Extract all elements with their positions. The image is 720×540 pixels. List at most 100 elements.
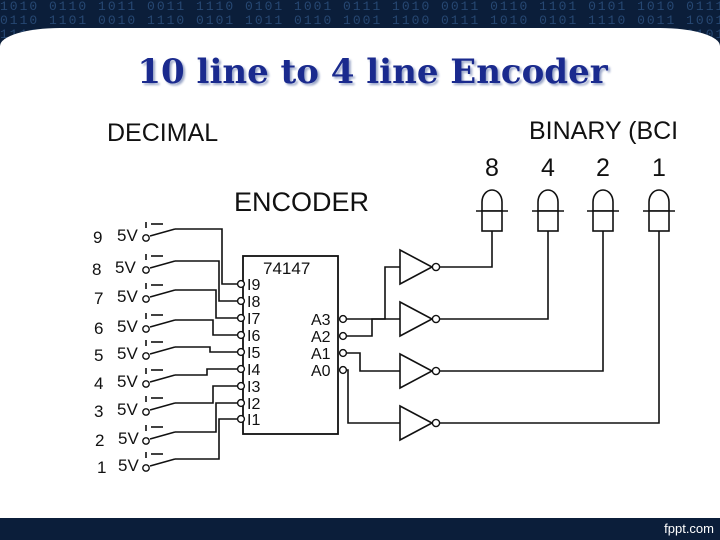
inverter-A3: [399, 248, 434, 286]
supply-label-3: 5V: [117, 400, 138, 419]
output-bubble-A3: [338, 314, 348, 324]
switch-terminal-6: [142, 325, 150, 333]
inverter-A0: [399, 404, 434, 442]
weight-label-1: 1: [652, 154, 666, 182]
switch-terminal-3: [142, 408, 150, 416]
switch-terminal-7: [142, 295, 150, 303]
lamp-dome-4: [537, 189, 559, 211]
encoder-heading: ENCODER: [234, 187, 369, 217]
input-bubble-9: [236, 279, 246, 289]
input-bubble-7: [236, 313, 246, 323]
supply-label-6: 5V: [117, 317, 138, 336]
lamp-socket-8: [481, 210, 503, 232]
switch-terminal-4: [142, 380, 150, 388]
input-bubble-2: [236, 398, 246, 408]
input-pin-label-I4: I4: [247, 362, 260, 379]
input-digit-9: 9: [93, 228, 102, 247]
inverter-bubble-A3: [431, 262, 441, 272]
input-digit-6: 6: [94, 319, 103, 338]
slide-title: 10 line to 4 line Encoder: [137, 52, 608, 92]
output-bubble-A2: [338, 331, 348, 341]
chip-part-number: 74147: [263, 259, 310, 278]
switch-lever-5: [149, 346, 176, 355]
output-wire-A0: [347, 369, 400, 424]
input-pin-label-I1: I1: [247, 412, 260, 429]
input-wire-6: [175, 319, 238, 336]
input-pin-label-I7: I7: [247, 311, 260, 328]
switch-lever-2: [149, 431, 176, 440]
switch-lever-8: [149, 260, 176, 269]
input-wire-1: [175, 418, 238, 460]
output-bubble-A1: [338, 348, 348, 358]
input-wire-9: [175, 228, 238, 285]
input-pin-label-I5: I5: [247, 345, 260, 362]
switch-lever-9: [149, 228, 176, 237]
input-pin-label-I6: I6: [247, 328, 260, 345]
supply-label-5: 5V: [117, 344, 138, 363]
input-pin-label-I2: I2: [247, 396, 260, 413]
lamp-socket-2: [592, 210, 614, 232]
input-bubble-5: [236, 347, 246, 357]
slide-panel: [0, 28, 720, 518]
switch-lever-1: [149, 458, 176, 467]
footer-brand: fppt.com: [664, 521, 714, 536]
output-pin-label-A0: A0: [311, 363, 331, 380]
output-pin-label-A3: A3: [311, 312, 331, 329]
input-digit-5: 5: [94, 346, 103, 365]
inverter-bubble-A1: [431, 366, 441, 376]
lamp-wire-1: [440, 231, 660, 424]
lamp-dome-8: [481, 189, 503, 211]
inverter-bubble-A0: [431, 418, 441, 428]
switch-lever-3: [149, 402, 176, 411]
switch-terminal-1: [142, 464, 150, 472]
input-digit-7: 7: [94, 289, 103, 308]
lamp-socket-4: [537, 210, 559, 232]
output-wire-A3: [347, 266, 400, 320]
switch-terminal-2: [142, 437, 150, 445]
input-wire-8: [175, 260, 238, 302]
lamp-dome-2: [592, 189, 614, 211]
input-digit-2: 2: [95, 431, 104, 450]
supply-label-7: 5V: [117, 287, 138, 306]
supply-label-4: 5V: [117, 372, 138, 391]
output-pin-label-A2: A2: [311, 329, 331, 346]
output-wire-A1: [347, 352, 400, 372]
input-pin-label-I9: I9: [247, 277, 260, 294]
binary-heading: BINARY (BCI: [529, 117, 678, 145]
switch-lever-6: [149, 319, 176, 328]
output-pin-label-A1: A1: [311, 346, 331, 363]
switch-terminal-5: [142, 352, 150, 360]
input-wire-2: [175, 402, 238, 433]
input-wire-3: [175, 385, 238, 404]
switch-terminal-9: [142, 234, 150, 242]
lamp-wire-8: [440, 231, 493, 268]
weight-label-2: 2: [596, 154, 610, 182]
weight-label-4: 4: [541, 154, 555, 182]
input-pin-label-I8: I8: [247, 294, 260, 311]
input-bubble-6: [236, 330, 246, 340]
input-bubble-4: [236, 364, 246, 374]
weight-label-8: 8: [485, 154, 499, 182]
supply-label-9: 5V: [117, 226, 138, 245]
supply-label-8: 5V: [115, 258, 136, 277]
output-bubble-A0: [338, 365, 348, 375]
input-wire-4: [175, 368, 238, 376]
input-pin-label-I3: I3: [247, 379, 260, 396]
switch-terminal-8: [142, 266, 150, 274]
input-digit-3: 3: [94, 402, 103, 421]
decimal-heading: DECIMAL: [107, 119, 218, 147]
inverter-A2: [399, 300, 434, 338]
input-wire-5: [175, 346, 238, 353]
lamp-wire-2: [440, 231, 604, 372]
chip-74147-body: [242, 255, 339, 435]
input-bubble-3: [236, 381, 246, 391]
input-bubble-8: [236, 296, 246, 306]
input-digit-4: 4: [94, 374, 103, 393]
lamp-dome-1: [648, 189, 670, 211]
input-digit-1: 1: [97, 458, 106, 477]
inverter-A1: [399, 352, 434, 390]
inverter-bubble-A2: [431, 314, 441, 324]
input-wire-7: [175, 289, 238, 319]
output-wire-A2: [347, 318, 400, 337]
